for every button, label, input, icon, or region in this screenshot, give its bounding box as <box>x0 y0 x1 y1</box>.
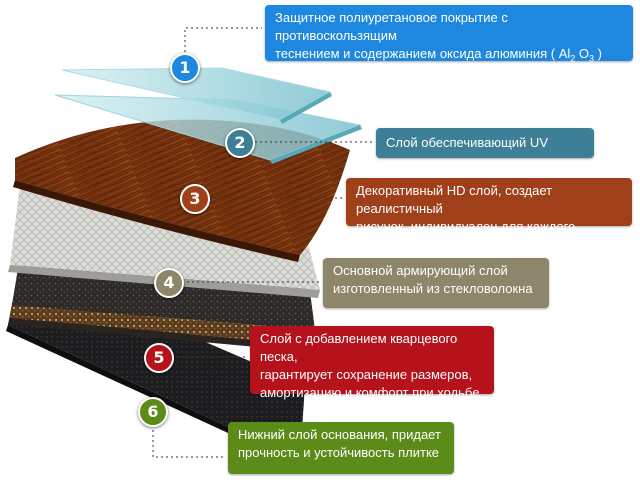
formula-sub-1: 2 <box>570 53 576 64</box>
label-layer-1-line-2-text: теснением и содержанием оксида алюминия … <box>275 46 571 61</box>
label-layer-4: Основной армирующий слой изготовленный и… <box>323 258 549 308</box>
label-layer-5-line-1: Слой с добавлением кварцевого песка, <box>260 331 458 364</box>
layer-1-protective-sheet <box>61 67 332 124</box>
label-layer-2-line-1: Слой обеспечивающий UV защиту <box>386 135 548 172</box>
badge-5: 5 <box>144 343 174 373</box>
formula-mid: O <box>575 46 590 61</box>
label-layer-3-line-1: Декоративный HD слой, создает реалистичн… <box>356 183 553 216</box>
label-layer-3-line-2: рисунок, индивидуален для каждого дизайн… <box>356 219 576 252</box>
formula-sub-2: 3 <box>589 53 595 64</box>
label-layer-1-line-2: теснением и содержанием оксида алюминия … <box>275 45 623 68</box>
label-layer-3: Декоративный HD слой, создает реалистичн… <box>346 178 632 252</box>
label-layer-1: Защитное полиуретановое покрытие с проти… <box>265 5 633 64</box>
label-layer-4-line-1: Основной армирующий слой <box>333 263 508 278</box>
label-layer-5-line-2: гарантирует сохранение размеров, <box>260 367 473 382</box>
label-layer-6-line-2: прочность и устойчивость плитке <box>238 445 440 460</box>
badge-3: 3 <box>180 184 210 214</box>
formula-end: ) <box>594 46 603 61</box>
label-layer-5-line-3: амортизацию и комфорт при ходьбе <box>260 385 480 400</box>
badge-2: 2 <box>225 128 255 158</box>
badge-6: 6 <box>138 397 168 427</box>
label-layer-1-line-1: Защитное полиуретановое покрытие с проти… <box>275 10 508 43</box>
leader-lines <box>152 27 375 458</box>
label-layer-6: Нижний слой основания, придает прочность… <box>228 422 454 474</box>
label-layer-6-line-1: Нижний слой основания, придает <box>238 427 441 442</box>
label-layer-5: Слой с добавлением кварцевого песка, гар… <box>250 326 494 400</box>
badge-4: 4 <box>154 268 184 298</box>
label-layer-4-line-2: изготовленный из стекловолокна <box>333 281 533 296</box>
label-layer-2: Слой обеспечивающий UV защиту <box>376 128 594 172</box>
badge-1: 1 <box>170 53 200 83</box>
